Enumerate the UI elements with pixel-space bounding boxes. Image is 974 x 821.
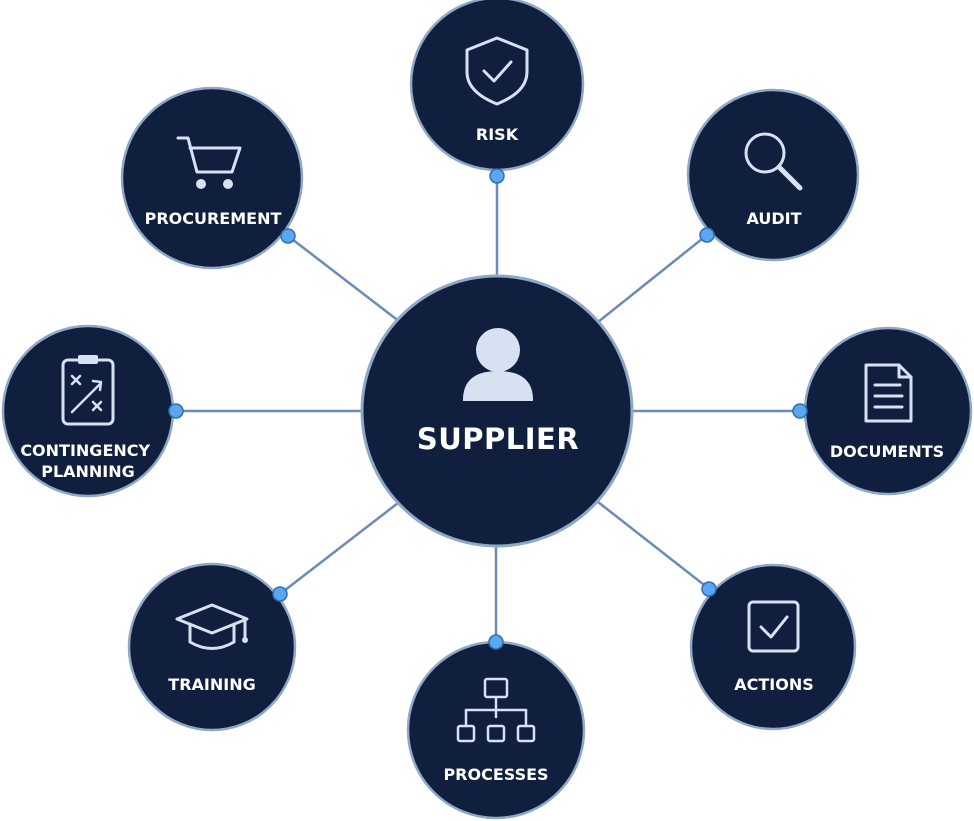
dot-contingency-planning bbox=[168, 403, 184, 419]
node-training-label: TRAINING bbox=[168, 675, 255, 694]
dot-audit bbox=[699, 227, 715, 243]
node-procurement-label: PROCUREMENT bbox=[145, 209, 282, 228]
dot-documents bbox=[792, 403, 808, 419]
node-training-label-line: TRAINING bbox=[168, 675, 255, 694]
node-risk[interactable]: RISK bbox=[409, 0, 585, 172]
node-risk-circle bbox=[409, 0, 585, 172]
connector-actions bbox=[597, 501, 709, 589]
hierarchy-icon bbox=[456, 677, 536, 743]
dot-processes bbox=[488, 634, 504, 650]
node-contingency-planning-label-line2: PLANNING bbox=[41, 462, 135, 481]
center-circle bbox=[360, 274, 634, 548]
strategy-clipboard-icon bbox=[61, 355, 115, 426]
node-procurement-circle bbox=[120, 86, 304, 270]
dot-procurement bbox=[280, 228, 296, 244]
node-risk-label: RISK bbox=[476, 125, 519, 144]
magnifier-icon bbox=[744, 132, 803, 191]
shield-check-icon bbox=[465, 36, 529, 106]
node-documents-label-line: DOCUMENTS bbox=[830, 442, 944, 461]
graduation-cap-icon bbox=[175, 603, 249, 650]
node-processes-label: PROCESSES bbox=[443, 765, 548, 784]
node-procurement[interactable]: PROCUREMENT bbox=[120, 86, 304, 270]
node-training[interactable]: TRAINING bbox=[127, 562, 297, 732]
node-actions[interactable]: ACTIONS bbox=[689, 563, 857, 731]
connectors bbox=[176, 175, 800, 642]
node-audit-label: AUDIT bbox=[746, 209, 801, 228]
center-label: SUPPLIER bbox=[417, 422, 579, 456]
node-contingency-planning[interactable]: CONTINGENCY PLANNING bbox=[1, 324, 175, 498]
node-risk-label-line: RISK bbox=[476, 125, 519, 144]
node-audit-circle bbox=[686, 88, 860, 262]
node-processes-circle bbox=[406, 640, 586, 820]
connector-audit bbox=[597, 234, 708, 323]
dot-training bbox=[272, 586, 288, 602]
node-procurement-label-line: PROCUREMENT bbox=[145, 209, 282, 228]
connector-procurement bbox=[287, 235, 401, 323]
dot-actions bbox=[701, 581, 717, 597]
node-processes[interactable]: PROCESSES bbox=[406, 640, 586, 820]
node-actions-circle bbox=[689, 563, 857, 731]
shopping-cart-icon bbox=[176, 136, 242, 189]
node-audit-label-line: AUDIT bbox=[746, 209, 801, 228]
center-node: SUPPLIER bbox=[360, 274, 634, 548]
node-documents[interactable]: DOCUMENTS bbox=[803, 326, 973, 496]
document-icon bbox=[864, 363, 913, 423]
node-documents-circle bbox=[803, 326, 973, 496]
node-contingency-planning-label-line1: CONTINGENCY bbox=[20, 441, 150, 460]
checkbox-icon bbox=[747, 600, 800, 653]
node-contingency-planning-label: CONTINGENCY PLANNING bbox=[20, 441, 155, 481]
connector-dots bbox=[168, 168, 808, 650]
connector-training bbox=[279, 502, 399, 595]
person-icon bbox=[463, 328, 533, 401]
node-actions-label-line: ACTIONS bbox=[734, 675, 814, 694]
node-documents-label: DOCUMENTS bbox=[830, 442, 944, 461]
node-processes-label-line: PROCESSES bbox=[443, 765, 548, 784]
dot-risk bbox=[489, 168, 505, 184]
node-actions-label: ACTIONS bbox=[734, 675, 814, 694]
node-audit[interactable]: AUDIT bbox=[686, 88, 860, 262]
